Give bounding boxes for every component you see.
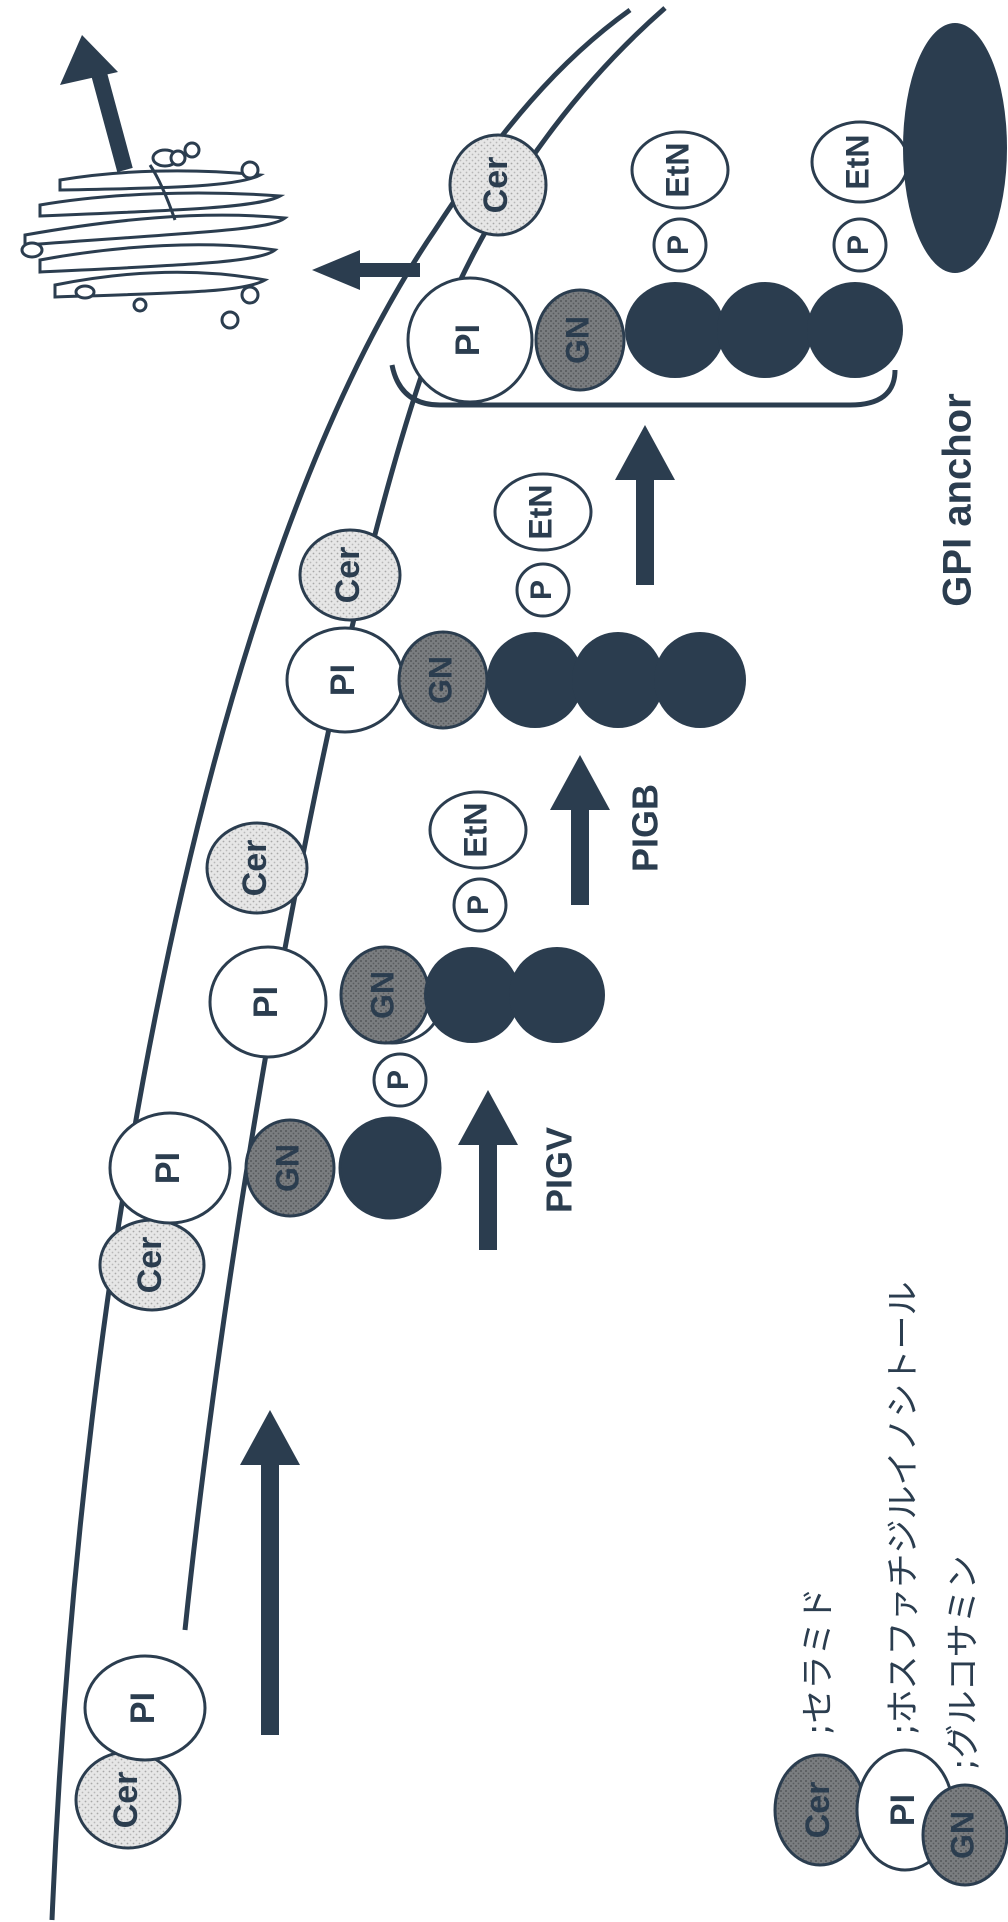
- gpi-anchor-label: GPI anchor: [936, 393, 980, 606]
- pi-label: PI: [149, 1152, 187, 1184]
- stage-1-initial: Cer PI: [74, 1654, 207, 1850]
- p-label: P: [842, 235, 875, 255]
- legend-pi-label: PI: [884, 1794, 922, 1826]
- pigv-label: PIGV: [539, 1127, 580, 1213]
- cer-label: Cer: [236, 840, 274, 897]
- p-label: P: [662, 235, 695, 255]
- etn-label: EtN: [522, 484, 558, 539]
- stage-4-intermediate: Cer PI GN P EtN: [285, 472, 746, 734]
- legend: Cer ;セラミド PI ;ホスファチジルイノシトール GN ;グルコサミン: [773, 1282, 1008, 1887]
- cer-label: Cer: [131, 1237, 169, 1294]
- golgi-apparatus-icon: [20, 141, 289, 330]
- stage-5-gpi-anchor: Cer PI GN P EtN P EtN: [389, 23, 1007, 408]
- stage-3-intermediate: Cer PI GN P EtN: [205, 790, 605, 1059]
- etn-label: EtN: [659, 142, 695, 197]
- p-label: P: [462, 895, 495, 915]
- cer-label: Cer: [107, 1772, 145, 1829]
- gn-label: GN: [364, 971, 400, 1019]
- gn-label: GN: [559, 316, 595, 364]
- secretion-arrow: [60, 35, 133, 173]
- pi-label: PI: [449, 324, 487, 356]
- cer-label: Cer: [477, 157, 515, 214]
- cer-label: Cer: [329, 547, 367, 604]
- pi-label: PI: [247, 986, 285, 1018]
- legend-pi-desc: ;ホスファチジルイノシトール: [884, 1282, 924, 1735]
- step-arrow-4: [615, 425, 675, 585]
- step-arrow-pigb: [550, 755, 610, 905]
- etn-label: EtN: [839, 134, 875, 189]
- gn-label: GN: [422, 656, 458, 704]
- pi-label: PI: [124, 1692, 162, 1724]
- etn-label: EtN: [457, 802, 493, 857]
- pi-label: PI: [324, 664, 362, 696]
- gn-label: GN: [269, 1144, 305, 1192]
- legend-gn-desc: ;グルコサミン: [944, 1555, 984, 1770]
- export-arrow: [312, 250, 420, 290]
- p-label: P: [382, 1070, 415, 1090]
- legend-gn-swatch: [921, 1783, 1008, 1887]
- legend-gn-label: GN: [944, 1811, 980, 1859]
- legend-cer-label: Cer: [799, 1782, 837, 1839]
- gpi-anchor-bracket: [389, 364, 898, 408]
- outer-membrane-line: [49, 7, 632, 1921]
- step-arrow-1: [240, 1410, 300, 1735]
- step-arrow-pigv: [458, 1090, 518, 1250]
- legend-cer-desc: ;セラミド: [799, 1588, 839, 1735]
- p-label: P: [525, 580, 558, 600]
- protein-blob: [903, 23, 1007, 273]
- pigb-label: PIGB: [625, 784, 666, 872]
